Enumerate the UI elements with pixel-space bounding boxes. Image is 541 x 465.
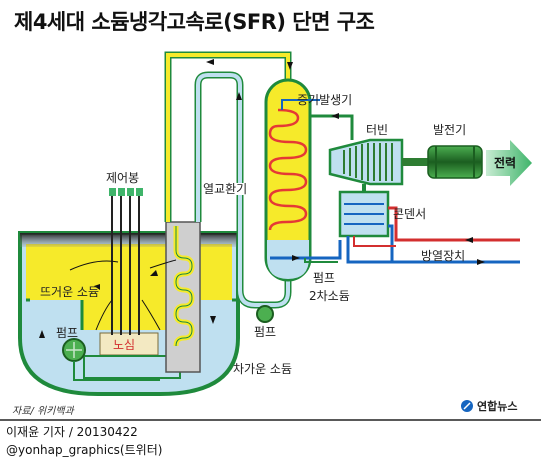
byline: 이재윤 기자 / 20130422 [6,425,138,439]
label-pump-secondary: 펌프 [313,271,336,285]
power-arrow [486,140,532,186]
label-pump-primary: 펌프 [56,326,79,340]
flow-arrow-icon [206,59,214,65]
label-secondary-sodium: 2차소듐 [309,289,350,303]
label-core: 노심 [113,338,136,352]
source-note: 자료/ 위키백과 [12,406,74,417]
flow-arrow-icon [236,92,242,100]
ihx-coil-outline [175,226,193,347]
label-hot-sodium: 뜨거운 소듐 [40,285,100,299]
generator [427,145,483,179]
flow-arrow-icon [94,284,100,290]
turbine-blades [343,143,393,181]
secondary-loop-outer-core [166,53,290,222]
control-rod-head [127,188,134,196]
core-flow-arrows [69,259,177,331]
label-power: 전력 [494,156,517,170]
agency-logo-mark [463,402,471,410]
flow-arrow-icon [292,255,300,261]
primary-pump-vanes [66,342,82,358]
hot-water-pipe-2 [353,236,396,247]
label-heat-release: 방열장치 [421,249,466,263]
primary-pump-pipe [73,361,160,381]
cold-water-pipe-2 [346,236,392,264]
ihx-shell [165,221,201,373]
steam-generator [264,78,320,282]
label-heat-exchanger: 열교환기 [203,182,248,196]
secondary-pump-icon [256,305,274,323]
flow-arrows [39,59,485,338]
steam-generator-coil [268,108,308,231]
label-condenser: 콘덴서 [393,207,427,221]
flow-arrow-icon [465,237,473,243]
generator-body [427,145,483,179]
label-control-rods: 제어봉 [106,171,140,185]
steam-generator-shell [264,78,312,282]
label-pump-bottom: 펌프 [254,325,277,339]
control-rod-shafts [111,196,140,335]
cold-water-pipe [388,224,520,264]
condenser-tubes [344,203,384,225]
agency-name: 연합뉴스 [477,400,518,413]
flow-arrow-icon [287,62,293,70]
flow-arrow-icon [477,259,485,265]
steam-generator-coil-2 [281,99,320,110]
steam-line [310,114,354,140]
flow-arrow-icon [150,270,158,276]
condenser [338,184,390,238]
secondary-loop-inner-core [196,73,262,307]
flow-arrow-icon [331,113,339,119]
label-cold-sodium: 차가운 소듐 [233,362,293,376]
flow-arrow-icon [39,330,45,338]
control-rod-head [136,188,143,196]
flow-arrow-icon [210,316,216,324]
label-generator: 발전기 [433,123,467,137]
control-rod-head [118,188,125,196]
intermediate-heat-exchanger [165,221,201,373]
turbine-shaft [402,158,428,166]
twitter-handle: @yonhap_graphics(트위터) [6,443,163,457]
label-steam-generator: 증기발생기 [297,93,353,107]
secondary-return-core [262,280,290,307]
control-rods [109,188,143,335]
page-title: 제4세대 소듐냉각고속로(SFR) 단면 구조 [14,10,375,34]
turbine [328,138,428,186]
secondary-loop [164,51,292,323]
feedwater-line-2 [304,258,338,263]
hot-water-pipe [388,206,520,242]
turbine-casing [328,138,404,186]
control-rod-head [109,188,116,196]
cooling-water-loop [346,206,520,264]
label-turbine: 터빈 [366,123,389,137]
